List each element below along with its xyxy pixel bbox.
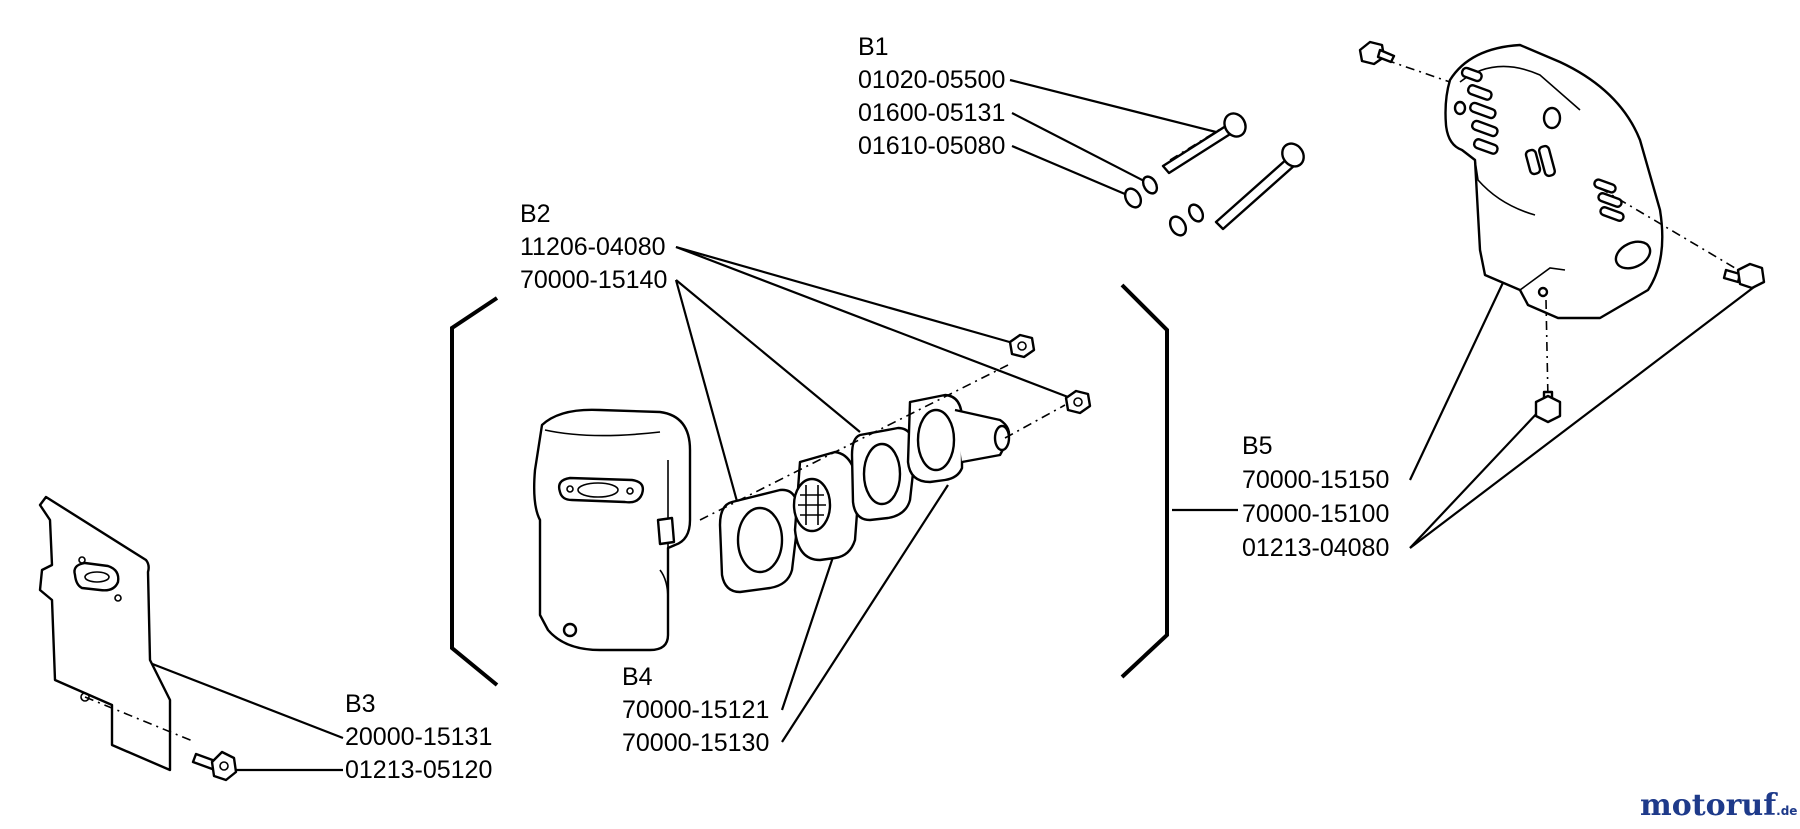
b5-screw-bottom bbox=[1534, 390, 1562, 424]
leader-b1-bolt bbox=[1009, 78, 1225, 136]
b3-heat-shield bbox=[38, 495, 238, 782]
muffler-cover-shell bbox=[1444, 43, 1664, 320]
b3-screw bbox=[191, 750, 238, 782]
heat-shield-plate bbox=[38, 495, 172, 772]
cover-outlet-hole bbox=[1614, 240, 1652, 270]
bolt-head-lower bbox=[1281, 142, 1305, 168]
label-group-b1: B1 01020-05500 01600-05131 01610-05080 bbox=[858, 33, 1005, 160]
b5-part-2: 70000-15100 bbox=[1242, 500, 1389, 528]
leader-b3-plate bbox=[136, 656, 344, 740]
leader-b2-nut-1 bbox=[675, 245, 1014, 345]
watermark-logo: motoruf.de bbox=[1640, 788, 1797, 823]
b5-muffler-cover bbox=[1358, 40, 1766, 424]
leader-lines bbox=[136, 78, 1759, 772]
leader-b2-nut-2 bbox=[675, 245, 1069, 399]
label-group-b4: B4 70000-15121 70000-15130 bbox=[622, 663, 769, 757]
leader-b5-screw-2 bbox=[1409, 283, 1759, 549]
watermark: motoruf.de bbox=[1640, 788, 1797, 823]
lock-washer-2 bbox=[1168, 215, 1188, 237]
b2-nut-1 bbox=[1008, 333, 1036, 359]
muffler-flange bbox=[557, 476, 645, 504]
b2-title: B2 bbox=[520, 200, 551, 228]
b2-part-2: 70000-15140 bbox=[520, 266, 667, 294]
left-bracket bbox=[450, 296, 499, 687]
assembly-bracket bbox=[450, 283, 1169, 687]
leader-b5-cover bbox=[1409, 271, 1509, 481]
bolt-shank-lower bbox=[1214, 156, 1297, 231]
b1-title: B1 bbox=[858, 33, 889, 61]
leader-b4-plate bbox=[781, 484, 949, 743]
flat-washer-2 bbox=[1187, 203, 1205, 223]
b5-part-3: 01213-04080 bbox=[1242, 534, 1389, 562]
b1-bolts bbox=[1123, 112, 1305, 237]
cover-hole-upper bbox=[1542, 106, 1562, 130]
b4-title: B4 bbox=[622, 663, 653, 691]
label-group-b5: B5 70000-15150 70000-15100 01213-04080 bbox=[1242, 432, 1389, 562]
leader-b2-gasket-1 bbox=[674, 279, 740, 506]
b2-nut-2 bbox=[1064, 389, 1092, 415]
b1-part-2: 01600-05131 bbox=[858, 99, 1005, 127]
shield-port bbox=[73, 561, 120, 592]
b5-screw-right bbox=[1722, 262, 1766, 290]
b1-part-1: 01020-05500 bbox=[858, 66, 1005, 94]
leader-b1-lockwasher bbox=[1011, 144, 1133, 199]
bolt-head-upper bbox=[1223, 112, 1247, 138]
b4-part-2: 70000-15130 bbox=[622, 729, 769, 757]
b1-part-3: 01610-05080 bbox=[858, 132, 1005, 160]
b5-part-1: 70000-15150 bbox=[1242, 466, 1389, 494]
b5-title: B5 bbox=[1242, 432, 1273, 460]
cover-slots bbox=[1460, 66, 1625, 222]
b4-part-1: 70000-15121 bbox=[622, 696, 769, 724]
b2-part-1: 11206-04080 bbox=[520, 233, 666, 261]
muffler-body bbox=[532, 408, 692, 652]
label-group-b3: B3 20000-15131 01213-05120 bbox=[345, 690, 492, 784]
flat-washer-1 bbox=[1141, 175, 1159, 195]
leader-b4-screen bbox=[780, 535, 842, 711]
leader-b2-gasket-2 bbox=[675, 279, 861, 433]
bolt-shank-upper bbox=[1161, 122, 1237, 175]
b3-part-1: 20000-15131 bbox=[345, 723, 492, 751]
label-group-b2: B2 11206-04080 70000-15140 bbox=[520, 200, 667, 294]
leader-b1-washer bbox=[1011, 112, 1149, 184]
b5-screw-top bbox=[1358, 40, 1396, 66]
lock-washer-1 bbox=[1123, 187, 1143, 209]
right-bracket bbox=[1120, 283, 1169, 679]
b3-title: B3 bbox=[345, 690, 376, 718]
leader-b5-screw-1 bbox=[1409, 409, 1541, 549]
muffler-assembly bbox=[532, 333, 1092, 652]
b3-part-2: 01213-05120 bbox=[345, 756, 492, 784]
